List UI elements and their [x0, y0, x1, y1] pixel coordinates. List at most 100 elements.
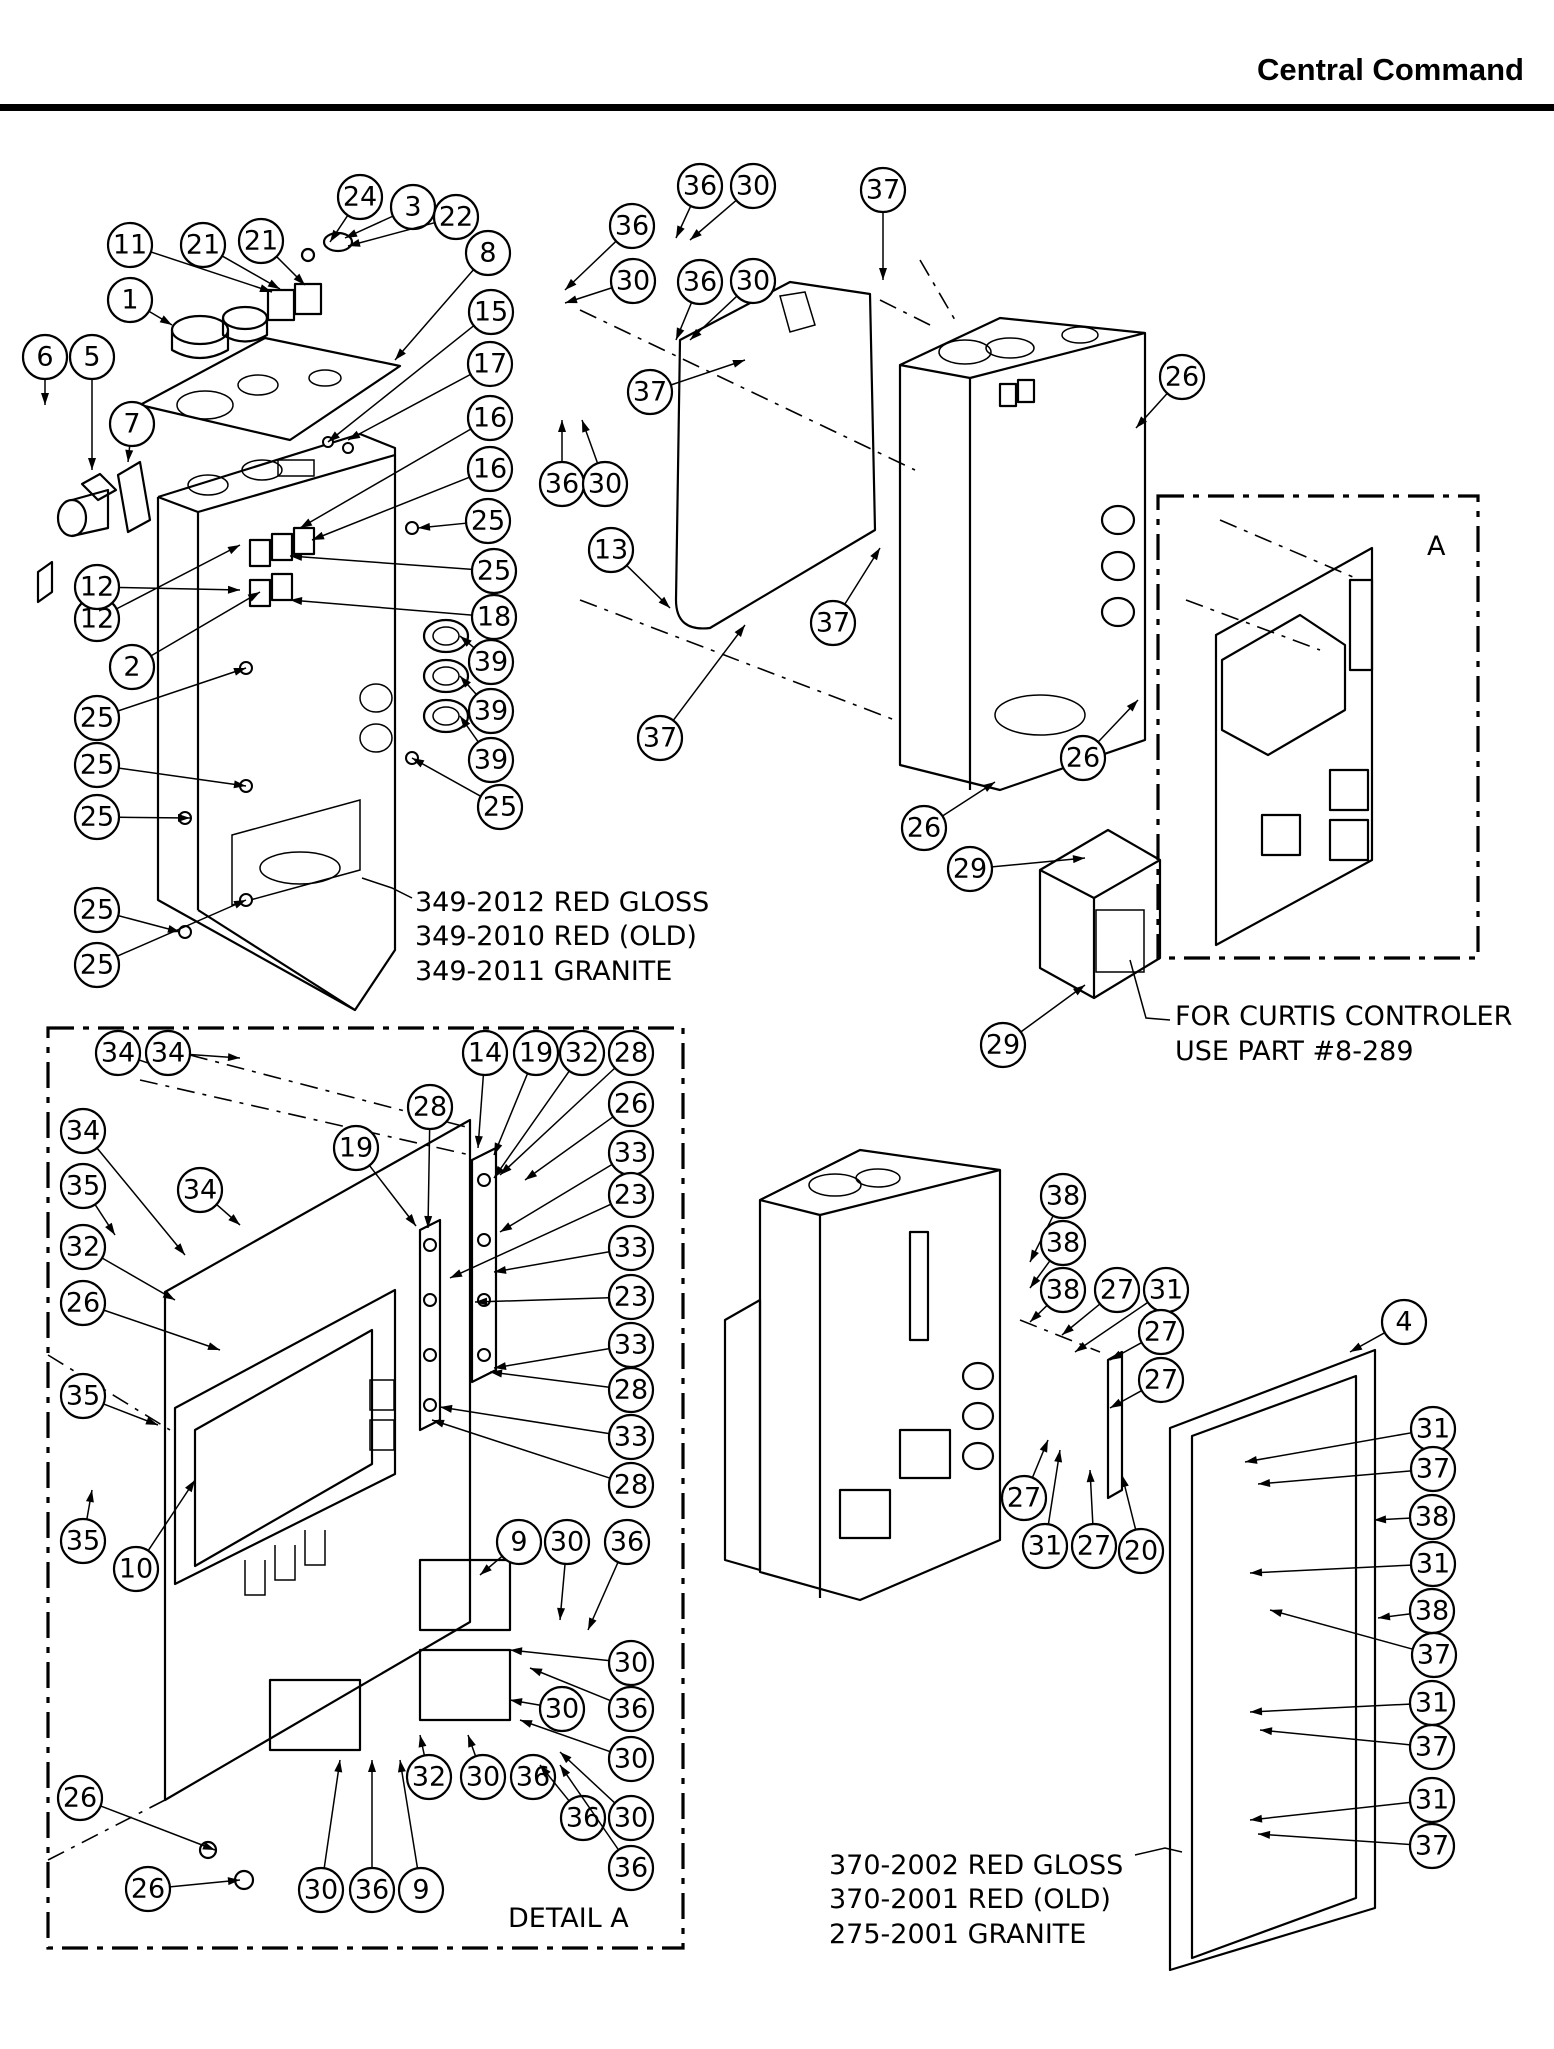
callout-number: 33: [614, 1138, 648, 1169]
callout-bubble: 9: [397, 1866, 445, 1914]
callout-number: 34: [151, 1038, 185, 1069]
leader-arrowhead: [460, 676, 471, 688]
leader-arrowhead: [1260, 1727, 1273, 1736]
leader-arrowhead: [300, 518, 313, 528]
leader-arrowhead: [227, 1877, 240, 1886]
leader-line: [289, 555, 473, 571]
callout-circle: [237, 217, 285, 265]
leader-arrowhead: [432, 1419, 445, 1428]
callout-bubble: 35: [59, 1517, 107, 1565]
body-part-number-3: 349-2011 GRANITE: [415, 956, 672, 987]
leader-line: [519, 1719, 611, 1753]
leader-arrowhead: [1250, 1568, 1263, 1577]
leader-arrowhead: [105, 1222, 115, 1235]
callout-circle: [1409, 1540, 1457, 1588]
callout-number: 39: [474, 745, 508, 776]
callout-bubble: 25: [73, 793, 121, 841]
callout-number: 30: [550, 1527, 584, 1558]
page-title: Central Command: [1257, 52, 1524, 87]
leader-arrowhead: [557, 1607, 566, 1620]
leader-arrowhead: [202, 1841, 215, 1850]
callout-circle: [179, 221, 227, 269]
callout-bubble: 18: [470, 593, 518, 641]
callout-number: 8: [479, 238, 496, 269]
leader-arrowhead: [460, 716, 471, 729]
leader-arrowhead: [1039, 1440, 1048, 1453]
leader-arrowhead: [1054, 1450, 1063, 1463]
callout-number: 25: [80, 895, 114, 926]
callout-circle: [587, 526, 635, 574]
callout-circle: [1410, 1631, 1458, 1679]
callout-bubble: 38: [1039, 1219, 1087, 1267]
leader-arrowhead: [690, 229, 702, 240]
callout-circle: [607, 1080, 655, 1128]
callout-circle: [73, 694, 121, 742]
leader-line: [493, 1073, 529, 1156]
leader-arrowhead: [162, 1290, 175, 1300]
callout-number: 37: [816, 608, 850, 639]
callout-bubble: 31: [1408, 1679, 1456, 1727]
leader-line: [477, 1074, 485, 1149]
leader-arrowhead: [418, 1735, 427, 1748]
leader-arrowhead: [558, 420, 566, 432]
callout-number: 18: [477, 602, 511, 633]
callout-number: 35: [66, 1171, 100, 1202]
leader-arrowhead: [525, 1169, 538, 1180]
leader-arrowhead: [1350, 1342, 1363, 1352]
leader-arrowhead: [233, 668, 246, 676]
callout-bubble: 36: [676, 162, 724, 210]
callout-bubble: 30: [297, 1866, 345, 1914]
controller-note-line-2: USE PART #8-289: [1175, 1036, 1414, 1067]
callout-circle: [59, 1162, 107, 1210]
leader-arrowhead: [879, 268, 887, 280]
callout-bubble: 26: [607, 1080, 655, 1128]
callout-number: 21: [186, 230, 220, 261]
leader-arrowhead: [227, 585, 240, 594]
callout-number: 26: [614, 1089, 648, 1120]
callout-circle: [809, 599, 857, 647]
callout-number: 4: [1395, 1307, 1412, 1338]
callout-circle: [108, 643, 156, 691]
callout-circle: [59, 1279, 107, 1327]
callout-number: 30: [616, 266, 650, 297]
callout-bubble: 36: [603, 1518, 651, 1566]
callout-bubble: 27: [1000, 1474, 1048, 1522]
callout-bubble: 30: [607, 1794, 655, 1842]
callout-bubble: 33: [607, 1129, 655, 1177]
callout-circle: [459, 1753, 507, 1801]
callout-number: 25: [80, 950, 114, 981]
leader-arrowhead: [494, 1265, 507, 1274]
callout-number: 32: [565, 1038, 599, 1069]
callout-bubble: 30: [607, 1639, 655, 1687]
leader-arrowhead: [540, 1765, 551, 1777]
leader-arrowhead: [1270, 1609, 1283, 1618]
callout-number: 3: [404, 192, 421, 223]
callout-number: 25: [471, 506, 505, 537]
callout-bubble: 16: [466, 445, 514, 493]
callout-circle: [1408, 1822, 1456, 1870]
callout-circle: [1408, 1723, 1456, 1771]
callout-circle: [859, 166, 907, 214]
callout-number: 16: [473, 454, 507, 485]
callout-circle: [1070, 1522, 1118, 1570]
cover-part-number-1: 370-2002 RED GLOSS: [829, 1850, 1123, 1881]
leader-arrowhead: [1378, 1612, 1391, 1621]
leader-arrowhead: [227, 545, 240, 555]
callout-number: 36: [614, 1694, 648, 1725]
callout-circle: [729, 162, 777, 210]
leader-line: [1047, 1449, 1061, 1525]
leader-arrowhead: [145, 1416, 158, 1425]
leader-line: [289, 599, 473, 616]
callout-number: 31: [1416, 1549, 1450, 1580]
leader-arrowhead: [1110, 1398, 1123, 1408]
callout-number: 36: [566, 1803, 600, 1834]
callout-bubble: 23: [607, 1273, 655, 1321]
body-part-number-1: 349-2012 RED GLOSS: [415, 887, 709, 918]
leader-arrowhead: [159, 315, 172, 325]
callout-bubble: 29: [946, 845, 994, 893]
rear-assembly-drawing: [579, 259, 1480, 1000]
callout-bubble: 30: [581, 460, 629, 508]
callout-number: 22: [439, 202, 473, 233]
callout-circle: [676, 258, 724, 306]
